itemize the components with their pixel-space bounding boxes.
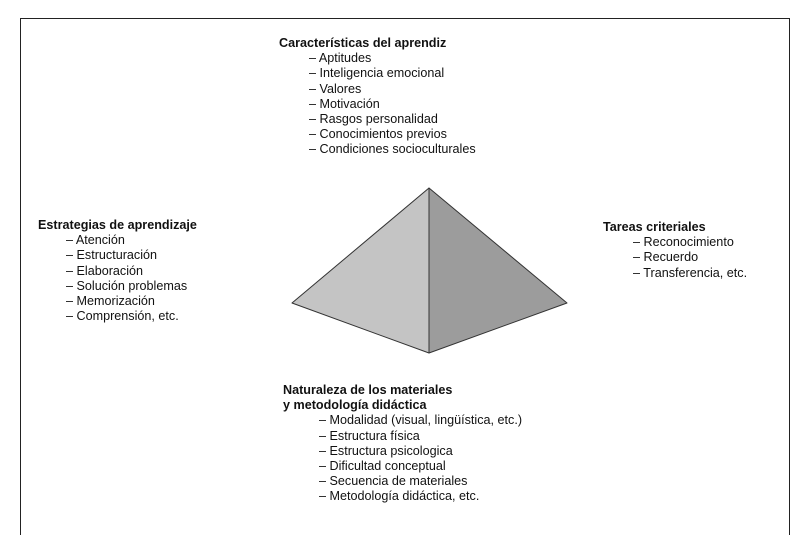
- diagram-frame: [20, 18, 790, 535]
- pyramid-face-right: [428, 187, 568, 354]
- list-item: Dificultad conceptual: [319, 459, 522, 474]
- criterion-tasks-list: Reconocimiento Recuerdo Transferencia, e…: [603, 235, 747, 281]
- learner-characteristics-block: Características del aprendiz Aptitudes I…: [279, 36, 476, 158]
- learning-strategies-list: Atención Estructuración Elaboración Solu…: [38, 233, 197, 324]
- materials-methodology-list: Modalidad (visual, lingüística, etc.) Es…: [283, 413, 523, 504]
- list-item: Solución problemas: [66, 279, 197, 294]
- list-item: Comprensión, etc.: [66, 309, 197, 324]
- learner-characteristics-list: Aptitudes Inteligencia emocional Valores…: [279, 51, 476, 157]
- list-item: Condiciones socioculturales: [309, 142, 476, 157]
- list-item: Metodología didáctica, etc.: [319, 489, 522, 504]
- list-item: Estructuración: [66, 248, 197, 263]
- learning-strategies-title: Estrategias de aprendizaje: [38, 218, 197, 232]
- list-item: Valores: [309, 82, 476, 97]
- list-item: Conocimientos previos: [309, 127, 476, 142]
- list-item: Inteligencia emocional: [309, 66, 476, 81]
- list-item: Recuerdo: [633, 250, 747, 265]
- list-item: Atención: [66, 233, 197, 248]
- list-item: Aptitudes: [309, 51, 476, 66]
- list-item: Estructura psicologica: [319, 444, 522, 459]
- criterion-tasks-block: Tareas criteriales Reconocimiento Recuer…: [603, 220, 747, 281]
- list-item: Secuencia de materiales: [319, 474, 522, 489]
- pyramid-face-left: [291, 187, 430, 354]
- list-item: Motivación: [309, 97, 476, 112]
- list-item: Modalidad (visual, lingüística, etc.): [319, 413, 523, 428]
- list-item: Rasgos personalidad: [309, 112, 476, 127]
- materials-methodology-block: Naturaleza de los materiales y metodolog…: [283, 383, 522, 505]
- list-item: Estructura física: [319, 429, 522, 444]
- materials-methodology-title-line1: Naturaleza de los materiales: [283, 383, 453, 397]
- criterion-tasks-title: Tareas criteriales: [603, 220, 706, 234]
- learning-strategies-block: Estrategias de aprendizaje Atención Estr…: [38, 218, 197, 324]
- materials-methodology-title-line2: y metodología didáctica: [283, 398, 427, 413]
- list-item: Transferencia, etc.: [633, 266, 747, 281]
- list-item: Reconocimiento: [633, 235, 747, 250]
- list-item: Elaboración: [66, 264, 197, 279]
- list-item: Memorización: [66, 294, 197, 309]
- learner-characteristics-title: Características del aprendiz: [279, 36, 447, 50]
